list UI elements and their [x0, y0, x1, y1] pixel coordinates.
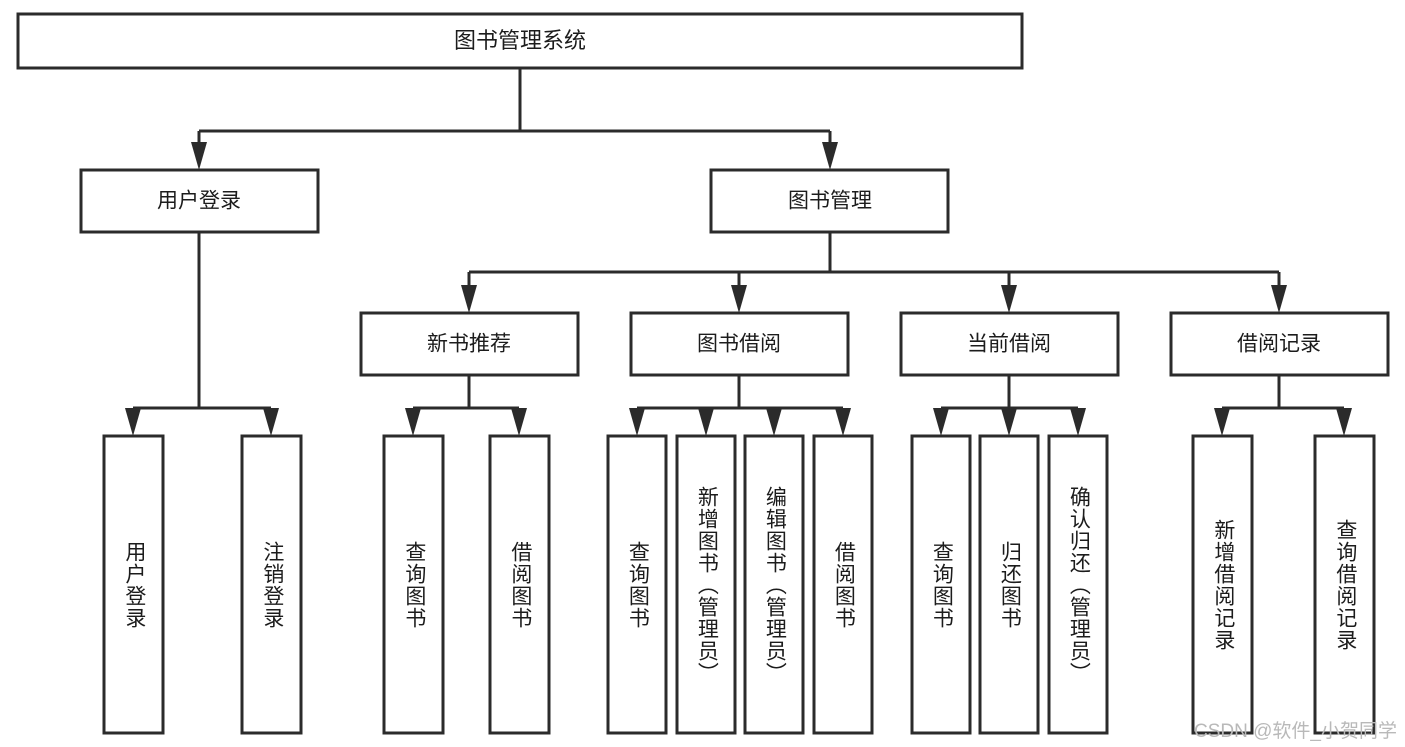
leaf-box-add-record [1191, 434, 1254, 735]
node-new-book-recommend[interactable]: 新书推荐 [359, 311, 580, 377]
node-borrow-record[interactable]: 借阅记录 [1169, 311, 1390, 377]
leaf-box-borrow-book-2 [812, 434, 874, 735]
node-user-login-label: 用户登录 [157, 190, 241, 213]
leaf-box-borrow-book-1 [488, 434, 551, 735]
node-user-login[interactable]: 用户登录 [79, 168, 320, 234]
leaf-box-edit-book [743, 434, 805, 735]
connector-root-to-level2 [191, 68, 838, 170]
node-current-borrow[interactable]: 当前借阅 [899, 311, 1120, 377]
leaf-box-query-book-3 [910, 434, 972, 735]
connector-currentborrow-to-leaves [933, 375, 1086, 436]
connector-bookborrow-to-leaves [629, 375, 851, 436]
node-current-borrow-label: 当前借阅 [967, 333, 1051, 356]
leaf-boxes [102, 434, 1376, 735]
node-book-borrow-label: 图书借阅 [697, 333, 781, 356]
connector-userlogin-to-leaves [125, 232, 279, 436]
node-book-management-label: 图书管理 [788, 190, 872, 213]
leaf-box-query-book-1 [382, 434, 445, 735]
node-book-borrow[interactable]: 图书借阅 [629, 311, 850, 377]
leaf-box-logout [240, 434, 303, 735]
node-borrow-record-label: 借阅记录 [1237, 333, 1321, 356]
leaf-box-return-book [978, 434, 1040, 735]
leaf-box-add-book [675, 434, 737, 735]
connector-bookmgmt-to-level3 [461, 232, 1287, 313]
watermark: CSDN @软件_小贺同学 [1194, 721, 1397, 742]
connector-borrowrecord-to-leaves [1214, 375, 1352, 436]
node-book-management[interactable]: 图书管理 [709, 168, 950, 234]
node-root[interactable]: 图书管理系统 [16, 12, 1024, 70]
leaf-box-confirm-return [1047, 434, 1109, 735]
leaf-box-user-login [102, 434, 165, 735]
connector-newbook-to-leaves [405, 375, 527, 436]
node-root-label: 图书管理系统 [454, 28, 586, 53]
leaf-box-query-book-2 [606, 434, 668, 735]
node-new-book-recommend-label: 新书推荐 [427, 333, 511, 356]
leaf-box-query-record [1313, 434, 1376, 735]
